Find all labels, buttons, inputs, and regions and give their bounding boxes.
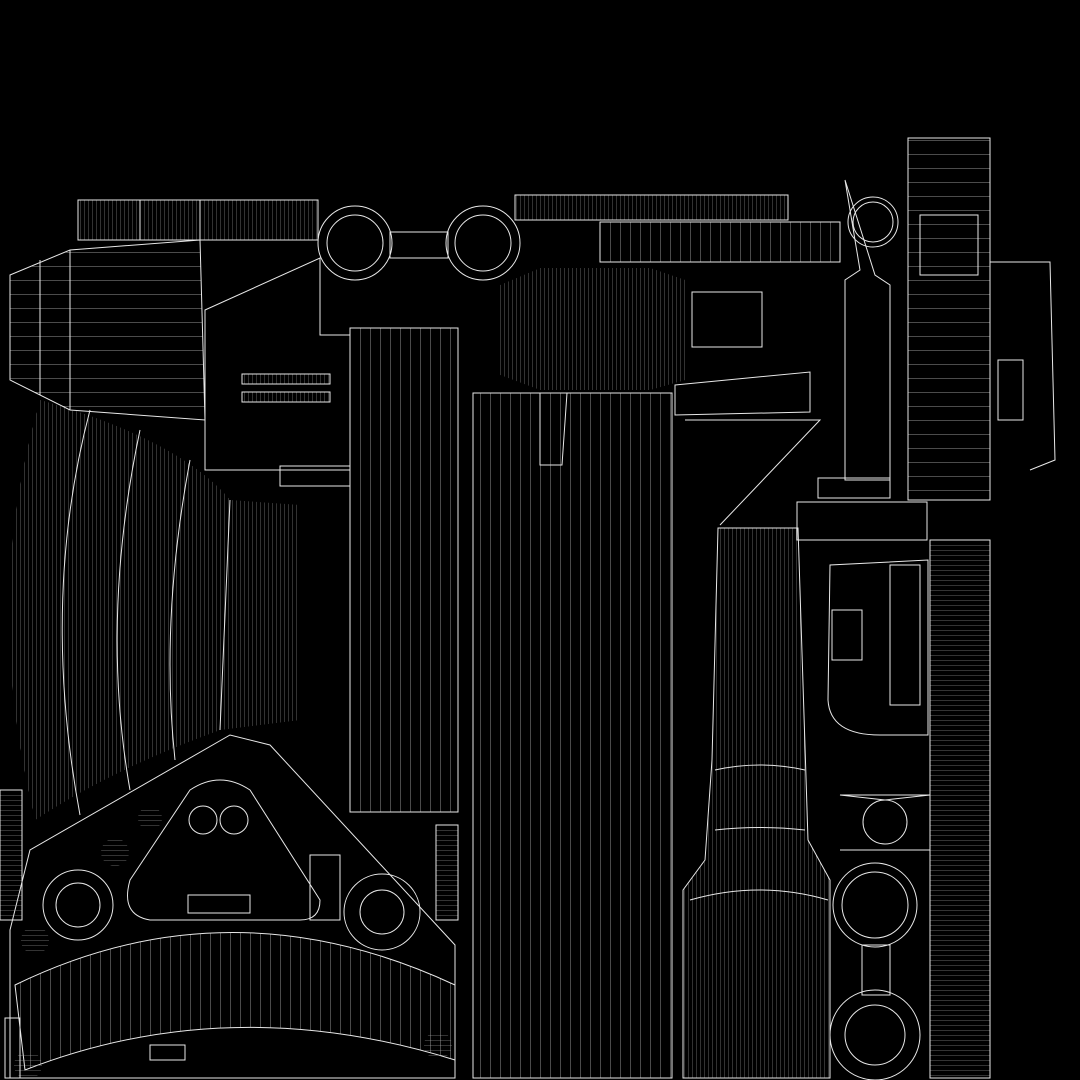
curved-fan — [8, 400, 301, 820]
left-barrel — [9, 239, 206, 421]
top-strips — [77, 194, 841, 263]
bottom-left-hub — [0, 734, 456, 1079]
ring-pair — [317, 196, 899, 281]
right-tubes — [682, 137, 1080, 1079]
center-barrel — [500, 268, 822, 526]
mid-panels — [204, 257, 673, 1079]
bottom-right-rings — [829, 794, 931, 1080]
